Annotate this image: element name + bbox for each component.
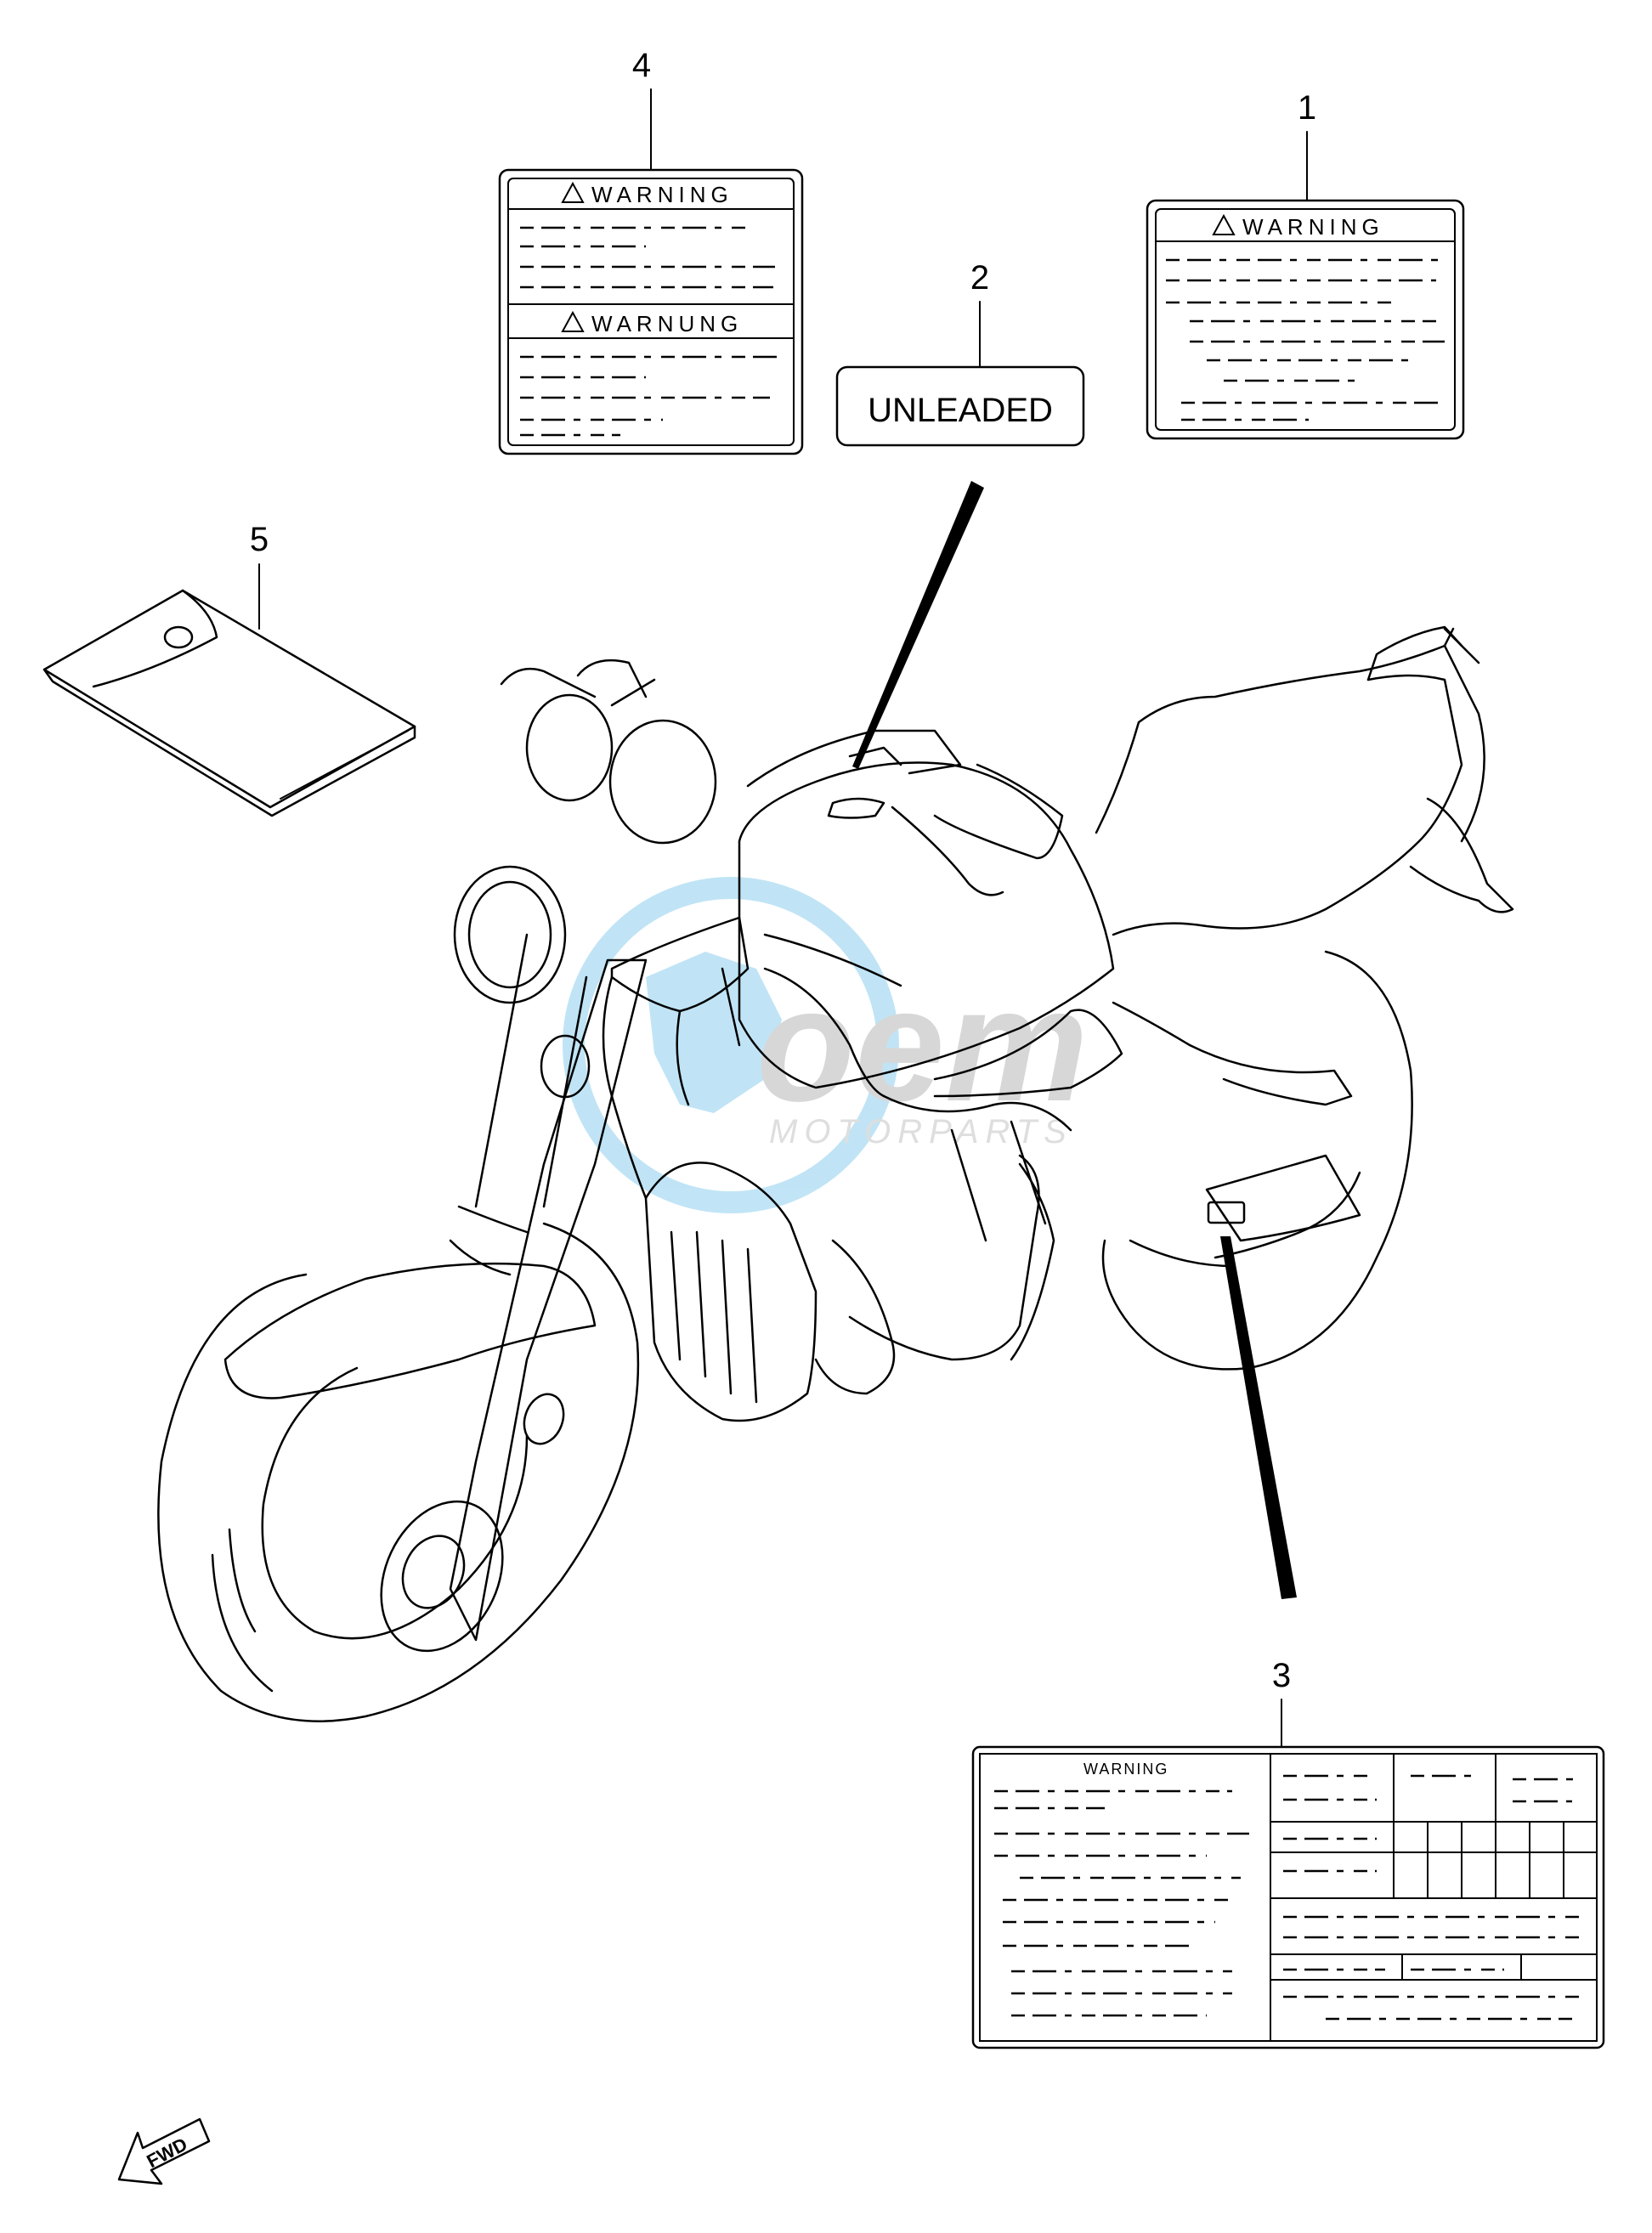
label-3-fine-print [994, 1774, 1581, 2021]
label-4-warning-text: WARNING [591, 182, 733, 207]
label-3-header-text: WARNING [1083, 1761, 1168, 1778]
part-3-label: 3 WARNING [971, 1657, 1605, 2049]
unleaded-text: UNLEADED [868, 392, 1053, 429]
part-1-label: 1 WARNING [1146, 89, 1465, 440]
part-2-label: 2 UNLEADED [835, 259, 1085, 769]
watermark: oem MOTORPARTS [563, 877, 1089, 1213]
label-4-warnung-text: WARNUNG [591, 311, 743, 336]
motorcycle-outline [157, 625, 1514, 1722]
fwd-arrow-icon [117, 2117, 211, 2185]
fwd-text: FWD [143, 2134, 190, 2173]
label-1-warning-text: WARNING [1242, 214, 1384, 240]
callout-4: 4 [632, 47, 651, 84]
label-1-fine-print [1166, 258, 1445, 421]
fwd-direction-indicator: FWD [117, 2117, 211, 2185]
warning-triangle-icon [561, 181, 585, 203]
callout-2: 2 [970, 259, 989, 297]
callout-1: 1 [1298, 89, 1316, 127]
pointer-2 [852, 481, 984, 769]
warning-triangle-icon [561, 310, 585, 332]
warning-triangle-icon [1212, 213, 1236, 235]
watermark-sub: MOTORPARTS [769, 1113, 1073, 1150]
label-4-fine-print [520, 226, 782, 437]
callout-3: 3 [1272, 1657, 1291, 1694]
callout-5: 5 [250, 521, 269, 558]
part-5-manual: 5 [42, 521, 416, 817]
part-4-label: 4 WARNING WARNUNG [498, 47, 804, 455]
pointer-3 [1220, 1236, 1297, 1599]
